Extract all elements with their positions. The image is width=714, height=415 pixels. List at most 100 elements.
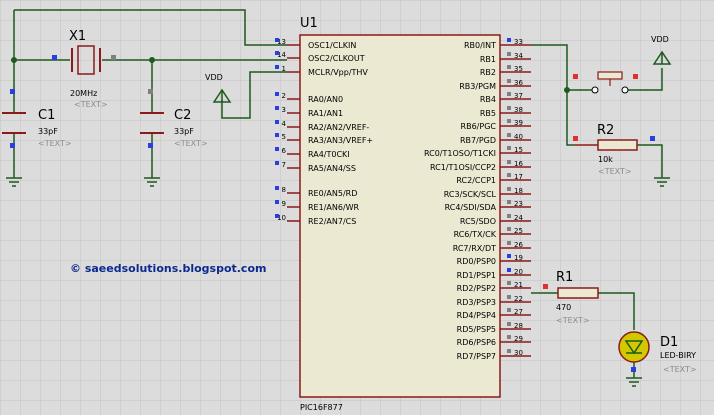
wire-switch-right (628, 68, 663, 91)
mcu-pin-10-number: 10 (277, 214, 286, 222)
push-button[interactable] (573, 71, 638, 94)
mcu-pin-6-marker (275, 147, 279, 151)
junction-osc1 (11, 57, 17, 63)
c1-marker-top (10, 89, 15, 94)
mcu-pin-19-number: 19 (514, 254, 523, 262)
mcu-pin-8-marker (275, 186, 279, 190)
mcu-pin-40-marker (507, 133, 511, 137)
mcu-pin-17-name: RC2/CCP1 (456, 176, 496, 185)
c2-text: <TEXT> (174, 139, 208, 148)
mcu-pin-33-number: 33 (514, 38, 523, 46)
mcu-pin-14-marker (275, 51, 279, 55)
capacitor-c1[interactable]: C1 33pF <TEXT> (2, 89, 72, 148)
r2-ref: R2 (597, 123, 614, 138)
mcu-pin-27-number: 27 (514, 308, 523, 316)
mcu-pin-16-marker (507, 160, 511, 164)
mcu-pin-3-marker (275, 106, 279, 110)
mcu-body (299, 34, 501, 398)
mcu-pin-37-marker (507, 92, 511, 96)
mcu-pin-17-number: 17 (514, 173, 523, 181)
mcu-pin-28-marker (507, 322, 511, 326)
vdd-left[interactable]: VDD (205, 73, 232, 103)
mcu-pin-18-marker (507, 187, 511, 191)
resistor-r2[interactable]: R2 10k <TEXT> (573, 123, 655, 176)
mcu-pin-2-name: RA0/AN0 (308, 95, 343, 104)
mcu-pin-23-number: 23 (514, 200, 523, 208)
mcu-pin-29-marker (507, 335, 511, 339)
r2-marker-right (650, 136, 655, 141)
mcu-pin-14-name: OSC2/CLKOUT (308, 54, 365, 63)
mcu-pin-37-number: 37 (514, 92, 523, 100)
mcu-pin-39-name: RB6/PGC (461, 122, 497, 131)
mcu-pin-20-number: 20 (514, 268, 523, 276)
mcu-pin-4-name: RA2/AN2/VREF- (308, 123, 369, 132)
ground-icon-r2 (654, 177, 670, 187)
led-value: LED-BIRY (660, 351, 696, 360)
resistor-r1[interactable]: R1 470 <TEXT> (543, 270, 599, 325)
mcu-pin-34-marker (507, 52, 511, 56)
r2-text: <TEXT> (598, 167, 632, 176)
mcu-pin-22-marker (507, 295, 511, 299)
mcu-pin-22-name: RD3/PSP3 (457, 298, 496, 307)
junction-osc2 (149, 57, 155, 63)
mcu-pin-36-name: RB3/PGM (459, 82, 496, 91)
junctions (11, 57, 570, 93)
mcu-pin-4-marker (275, 120, 279, 124)
mcu-pin-8-name: RE0/AN5/RD (308, 189, 357, 198)
switch-contact-left (591, 86, 599, 94)
wire-mclr (221, 71, 287, 119)
mcu-pin-6-name: RA4/T0CKI (308, 150, 350, 159)
c1-marker-bottom (10, 143, 15, 148)
mcu-pin-15-name: RC0/T1OSO/T1CKI (424, 149, 496, 158)
mcu-pin-1-number: 1 (282, 65, 286, 73)
led-marker (631, 367, 636, 372)
mcu-pin-39-number: 39 (514, 119, 523, 127)
mcu-pin-34-number: 34 (514, 52, 523, 60)
mcu-pin-15-number: 15 (514, 146, 523, 154)
mcu-pin-25-number: 25 (514, 227, 523, 235)
crystal-body (77, 45, 95, 75)
mcu-pin-16-number: 16 (514, 160, 523, 168)
ground-icon-c1 (6, 177, 22, 187)
mcu-pin-20-marker (507, 268, 511, 272)
mcu-pin-25-name: RC6/TX/CK (454, 230, 497, 239)
mcu-pin-30-marker (507, 349, 511, 353)
wire-osc1-top (14, 9, 287, 46)
led-body (618, 331, 650, 363)
mcu-pin-17-marker (507, 173, 511, 177)
mcu-pin-27-name: RD4/PSP4 (457, 311, 496, 320)
vdd-right-label: VDD (651, 35, 669, 44)
capacitor-c2[interactable]: C2 33pF <TEXT> (140, 89, 208, 148)
r1-body (557, 287, 599, 299)
mcu-pin-9-number: 9 (282, 200, 286, 208)
mcu-pin-2-marker (275, 92, 279, 96)
mcu-pin-7-marker (275, 161, 279, 165)
mcu-pin-19-name: RD0/PSP0 (457, 257, 496, 266)
mcu-ref: U1 (300, 16, 318, 31)
mcu-pin-21-name: RD2/PSP2 (457, 284, 496, 293)
wires (13, 9, 663, 378)
wire-r2-gnd (637, 144, 663, 178)
mcu-pin-38-name: RB5 (480, 109, 496, 118)
led-d1[interactable]: D1 LED-BIRY <TEXT> (618, 331, 697, 374)
mcu-pin-18-name: RC3/SCK/SCL (444, 190, 497, 199)
vdd-right[interactable]: VDD (651, 35, 672, 65)
c2-marker-bottom (148, 143, 153, 148)
mcu-pin-13-number: 13 (277, 38, 286, 46)
mcu-part: PIC16F877 (300, 403, 343, 412)
mcu-pin-8-number: 8 (282, 186, 286, 194)
r2-value: 10k (598, 155, 613, 164)
mcu-pin-18-number: 18 (514, 187, 523, 195)
switch-contact-right (621, 86, 629, 94)
mcu-pin-10-marker (275, 214, 279, 218)
mcu-pin-28-number: 28 (514, 322, 523, 330)
watermark: © saeedsolutions.blogspot.com (70, 262, 266, 275)
ground-symbols (6, 177, 670, 387)
r1-value: 470 (556, 303, 571, 312)
crystal-x1[interactable]: X1 20MHz <TEXT> (52, 29, 116, 109)
mcu-pin-33-marker (507, 38, 511, 42)
mcu-pin-9-name: RE1/AN6/WR (308, 203, 360, 212)
crystal-marker-right (111, 55, 116, 60)
